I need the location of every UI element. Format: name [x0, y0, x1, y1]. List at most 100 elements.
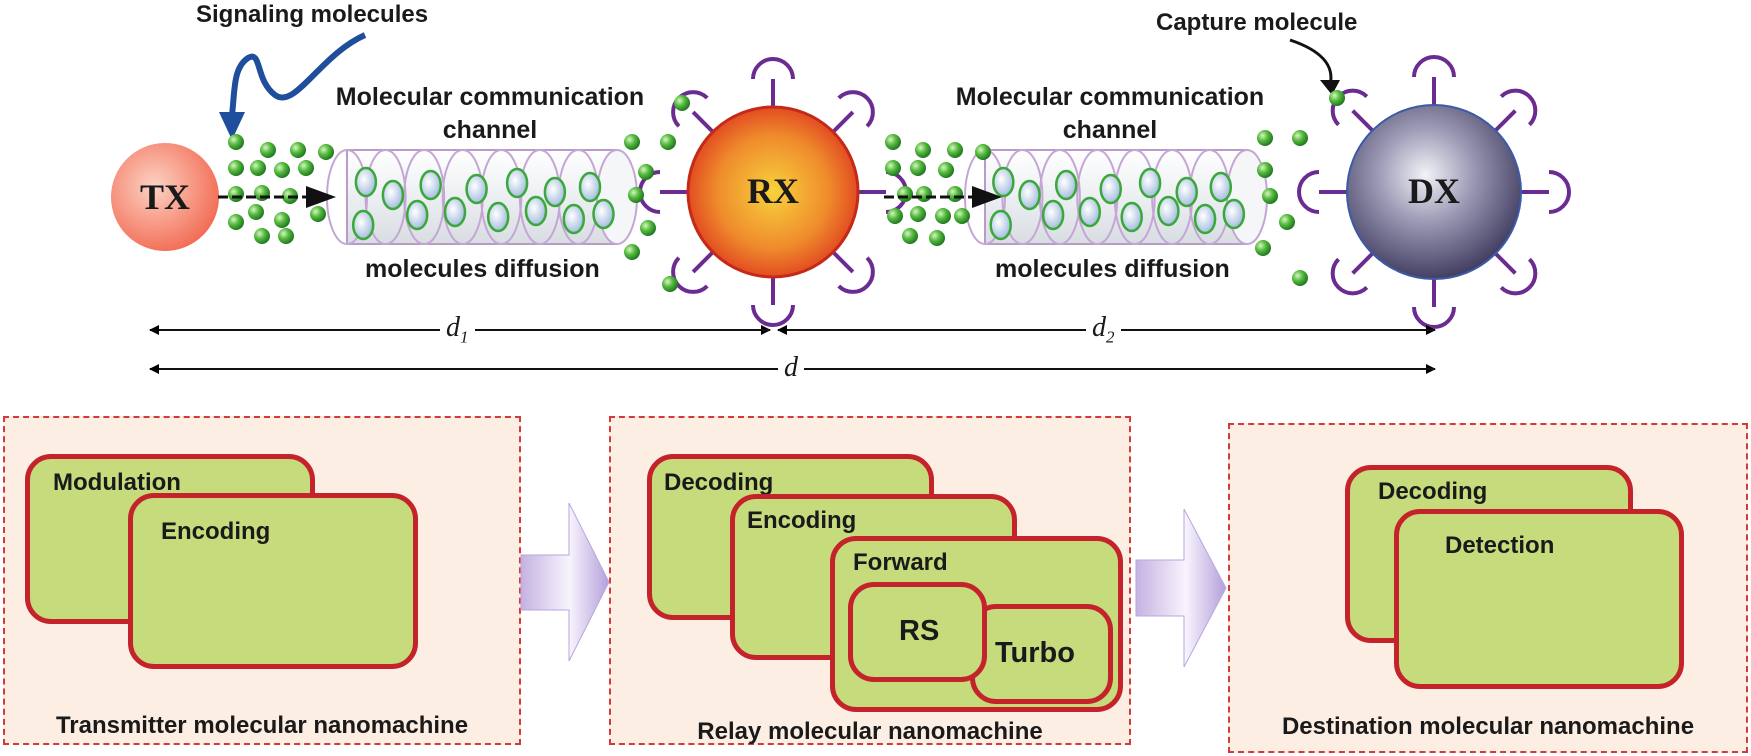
receptor-cup [1330, 257, 1369, 296]
destination-panel: Decoding Detection Destination molecular… [1228, 423, 1748, 753]
encoding-block: Encoding [128, 493, 418, 669]
detection-block: Detection [1394, 509, 1684, 689]
molecule [1279, 214, 1295, 230]
molecule [1257, 162, 1273, 178]
molecule [638, 164, 654, 180]
rs-label: RS [899, 615, 940, 647]
receptor-cup [1548, 170, 1571, 214]
vesicle [505, 167, 529, 199]
distance-d-label: d [778, 352, 804, 384]
transmitter-caption: Transmitter molecular nanomachine [55, 712, 469, 739]
dx-label: DX [1408, 171, 1460, 211]
receptor-stem [1351, 252, 1374, 275]
distance-d2-label: d2 [1086, 312, 1121, 348]
molecule [1292, 270, 1308, 286]
tx-label: TX [139, 177, 190, 217]
molecule [640, 220, 656, 236]
vesicle [578, 171, 602, 203]
dx-node [1346, 104, 1522, 280]
molecule [228, 186, 244, 202]
vesicle [351, 209, 375, 241]
receptor-stem [1494, 252, 1517, 275]
receptor-stem [1351, 109, 1374, 132]
relay-panel: Decoding Encoding Forward Turbo RS Relay… [609, 416, 1131, 745]
vesicle [1099, 173, 1123, 205]
molecule [1262, 188, 1278, 204]
vesicle [1222, 198, 1246, 230]
molecule [298, 160, 314, 176]
molecule [947, 186, 963, 202]
receptor-cup [837, 90, 875, 128]
relay-encoding-label: Encoding [747, 507, 857, 534]
transmitter-panel: Modulation Encoding Transmitter molecula… [3, 416, 521, 745]
molecule [624, 244, 640, 260]
vesicle [1157, 195, 1180, 227]
molecule [916, 186, 932, 202]
molecule [228, 134, 244, 150]
rx-node [686, 105, 860, 279]
receptor-cup [1499, 257, 1538, 296]
flow-arrow-2 [884, 186, 1002, 208]
vesicle [1209, 171, 1233, 203]
molecule [250, 160, 266, 176]
molecule [660, 134, 676, 150]
rx-label: RX [747, 171, 799, 211]
vesicle [543, 176, 567, 208]
vesicle [989, 209, 1012, 241]
receptor-cup [1499, 88, 1538, 127]
dest-decoding-label: Decoding [1378, 478, 1488, 505]
receptor-cup [671, 256, 709, 294]
channel-tube-1 [326, 149, 638, 245]
forward-label: Forward [853, 549, 948, 576]
vesicle [1054, 169, 1078, 201]
vesicle [1078, 196, 1102, 228]
vesicle [381, 179, 405, 211]
capture-pointer-arrow [1289, 38, 1340, 95]
diffusion-1-label: molecules diffusion [365, 255, 600, 283]
vesicle [405, 199, 429, 231]
vesicle [562, 203, 586, 235]
molecule [674, 95, 690, 111]
receptor-stem [831, 110, 855, 134]
receptor-stem [691, 250, 715, 274]
molecule [228, 160, 244, 176]
channel-1-label: Molecular communication channel [335, 83, 645, 144]
molecule [910, 160, 926, 176]
molecule [910, 206, 926, 222]
molecule [1255, 240, 1271, 256]
vesicle [992, 166, 1015, 198]
molecule [248, 204, 264, 220]
capture-molecule-label: Capture molecule [1156, 9, 1358, 36]
vesicle [1041, 199, 1065, 231]
molecule [260, 142, 276, 158]
molecule [935, 208, 951, 224]
molecule [938, 162, 954, 178]
vesicle [1120, 201, 1143, 233]
receptor-cup [1412, 55, 1456, 78]
encoding-label: Encoding [161, 518, 271, 545]
molecule [318, 144, 334, 160]
vesicle [1193, 203, 1217, 235]
receptor-cup [1297, 170, 1320, 214]
molecule [662, 276, 678, 292]
vesicle [443, 196, 467, 228]
molecule [897, 186, 913, 202]
molecule [628, 187, 644, 203]
molecule [947, 142, 963, 158]
vesicle [524, 195, 548, 227]
molecule [885, 160, 901, 176]
receptor-cup [837, 256, 875, 294]
destination-caption: Destination molecular nanomachine [1281, 713, 1695, 740]
diffusion-2-label: molecules diffusion [995, 255, 1230, 283]
molecule [624, 134, 640, 150]
molecule [915, 142, 931, 158]
molecule [278, 228, 294, 244]
rs-block: RS [848, 582, 987, 682]
signaling-molecules-label: Signaling molecules [196, 1, 429, 28]
modulation-label: Modulation [53, 469, 181, 496]
vesicle [419, 169, 442, 201]
molecule [310, 206, 326, 222]
molecule [290, 142, 306, 158]
turbo-label: Turbo [995, 637, 1075, 669]
